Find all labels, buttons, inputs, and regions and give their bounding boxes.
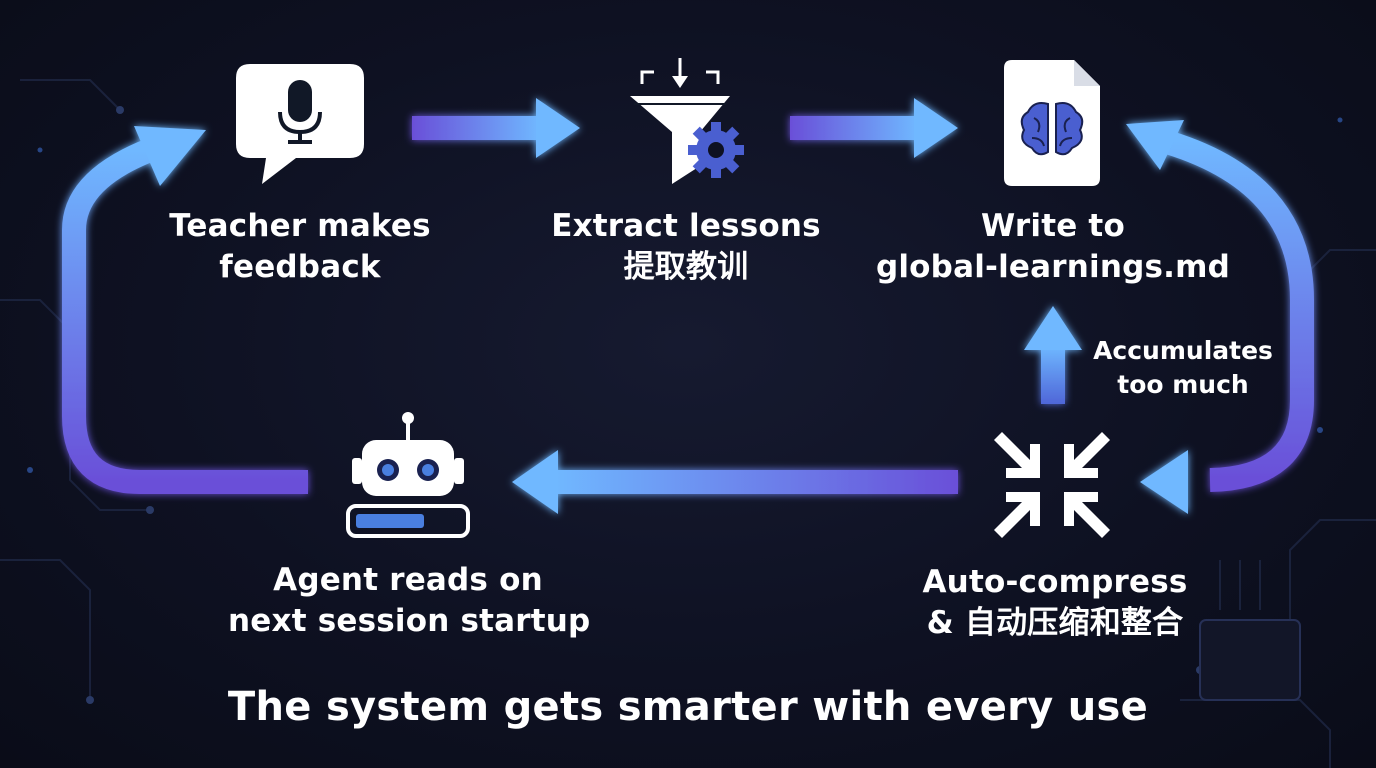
edge-accumulates-line2: too much: [1117, 370, 1249, 399]
node-teacher-line1: Teacher makes: [169, 208, 431, 244]
node-compress-label: Auto-compress & 自动压缩和整合: [890, 562, 1220, 644]
node-extract-label: Extract lessons 提取教训: [536, 206, 836, 288]
node-extract-line2: 提取教训: [623, 249, 749, 285]
compress-arrows-icon: [994, 432, 1110, 538]
funnel-gear-icon: [630, 58, 744, 184]
node-teacher-line2: feedback: [219, 249, 381, 285]
node-agent-line1: Agent reads on: [273, 562, 543, 598]
node-extract-line1: Extract lessons: [551, 208, 821, 244]
node-compress-line2: & 自动压缩和整合: [926, 605, 1184, 641]
footer-caption: The system gets smarter with every use: [227, 684, 1149, 730]
microphone-speech-bubble-icon: [236, 64, 364, 184]
node-agent-label: Agent reads on next session startup: [228, 560, 591, 642]
arrow-extract-to-write: [790, 98, 958, 158]
node-write-label: Write to global-learnings.md: [868, 206, 1238, 288]
node-agent-line2: next session startup: [228, 603, 591, 639]
arrow-compress-to-agent: [512, 450, 958, 514]
edge-accumulates-line1: Accumulates: [1093, 336, 1273, 365]
arrow-teacher-to-extract: [412, 98, 580, 158]
brain-document-icon: [1004, 60, 1100, 186]
robot-icon: [346, 412, 470, 538]
node-compress-line1: Auto-compress: [922, 564, 1188, 600]
node-teacher-label: Teacher makes feedback: [150, 206, 450, 288]
node-write-line2: global-learnings.md: [875, 249, 1231, 285]
arrow-agent-to-teacher: [62, 126, 308, 494]
arrow-write-to-compress: [1126, 120, 1314, 514]
node-write-line1: Write to: [981, 208, 1125, 244]
edge-accumulates-label: Accumulates too much: [1090, 334, 1276, 402]
arrow-compress-to-write: [1024, 306, 1082, 404]
